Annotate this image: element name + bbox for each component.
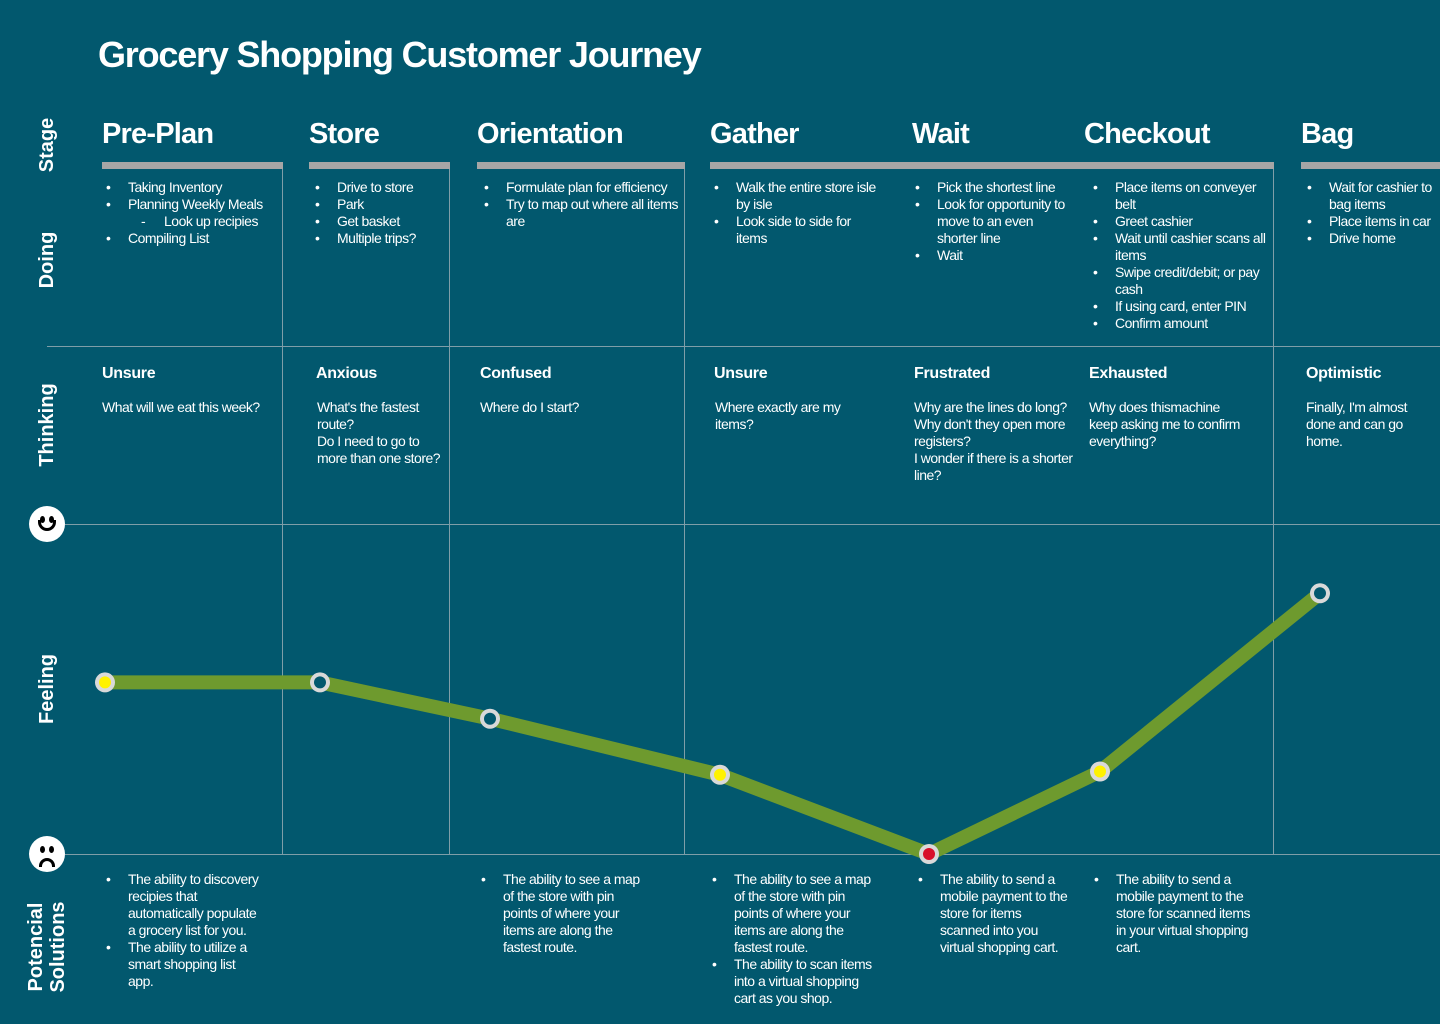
list-item: If using card, enter PIN xyxy=(1090,298,1272,315)
stage-title-bag: Bag xyxy=(1301,118,1354,150)
thought-text: Where exactly are my items? xyxy=(715,399,850,433)
doing-list-store: Drive to store Park Get basket Multiple … xyxy=(312,179,448,247)
list-item: Compiling List xyxy=(103,230,278,247)
list-item: Greet cashier xyxy=(1090,213,1272,230)
list-item: Swipe credit/debit; or pay cash xyxy=(1090,264,1272,298)
feeling-marker-dot xyxy=(99,676,111,689)
thought-line: Do I need to go to more than one store? xyxy=(317,433,441,466)
list-item: Try to map out where all items are xyxy=(481,196,681,230)
thought-line: I wonder if there is a shorter line? xyxy=(914,450,1073,483)
list-item: Walk the entire store isle by isle xyxy=(711,179,883,213)
thought-line: What will we eat this week? xyxy=(102,399,260,415)
thought-line: Why don't they open more registers? xyxy=(914,416,1065,449)
thought-text: What will we eat this week? xyxy=(102,399,277,416)
column-divider xyxy=(282,169,283,855)
feeling-line xyxy=(98,586,1327,861)
feeling-marker-dot xyxy=(314,676,326,689)
doing-list-wait: Pick the shortest line Look for opportun… xyxy=(912,179,1074,264)
stage-bar xyxy=(1301,162,1440,169)
solutions-list-checkout: The ability to send a mobile payment to … xyxy=(1091,871,1251,956)
list-item: Planning Weekly Meals xyxy=(103,196,278,213)
doing-list-pre-plan: Taking Inventory Planning Weekly Meals L… xyxy=(103,179,278,247)
stage-title-checkout: Checkout xyxy=(1084,118,1211,150)
list-item: Confirm amount xyxy=(1090,315,1272,332)
list-item: Place items in car xyxy=(1304,213,1438,230)
thought-text: Why does thismachine keep asking me to c… xyxy=(1089,399,1249,450)
emotion-label: Unsure xyxy=(102,365,156,382)
list-item: The ability to send a mobile payment to … xyxy=(1091,871,1251,956)
column-divider xyxy=(449,169,450,855)
thought-text: What's the fastest route? Do I need to g… xyxy=(317,399,445,467)
list-item: The ability to scan items into a virtual… xyxy=(709,956,879,1007)
doing-list-bag: Wait for cashier to bag items Place item… xyxy=(1304,179,1438,247)
divider-feeling-solutions xyxy=(65,854,1440,855)
list-item: Drive to store xyxy=(312,179,448,196)
list-item: The ability to see a map of the store wi… xyxy=(709,871,879,956)
list-item: Look up recipies xyxy=(103,213,278,230)
list-item: Multiple trips? xyxy=(312,230,448,247)
thought-text: Where do I start? xyxy=(480,399,680,416)
stage-title-wait: Wait xyxy=(912,118,970,150)
solutions-list-orientation: The ability to see a map of the store wi… xyxy=(478,871,648,956)
doing-list-gather: Walk the entire store isle by isle Look … xyxy=(711,179,883,247)
column-divider xyxy=(1273,169,1274,855)
emotion-label: Confused xyxy=(480,365,552,382)
stage-title-gather: Gather xyxy=(710,118,799,150)
sad-face-icon xyxy=(29,836,65,872)
list-item: Drive home xyxy=(1304,230,1438,247)
page-title: Grocery Shopping Customer Journey xyxy=(98,34,702,75)
list-item: Taking Inventory xyxy=(103,179,278,196)
column-divider xyxy=(684,169,685,855)
emotion-label: Unsure xyxy=(714,365,768,382)
emotion-label: Exhausted xyxy=(1089,365,1168,382)
solutions-list-gather: The ability to see a map of the store wi… xyxy=(709,871,879,1007)
solutions-list-pre-plan: The ability to discovery recipies that a… xyxy=(103,871,263,990)
feeling-marker-dot xyxy=(1094,765,1106,778)
list-item: The ability to utilize a smart shopping … xyxy=(103,939,263,990)
list-item: Formulate plan for efficiency xyxy=(481,179,681,196)
thought-line: Why does thismachine keep asking me to c… xyxy=(1089,399,1240,449)
thought-line: Where do I start? xyxy=(480,399,579,415)
emotion-label: Anxious xyxy=(316,365,378,382)
thought-text: Finally, I'm almost done and can go home… xyxy=(1306,399,1426,450)
divider-doing-thinking xyxy=(47,346,1440,347)
divider-thinking-feeling xyxy=(65,524,1440,525)
stage-bar xyxy=(710,162,1274,169)
list-item: Wait xyxy=(912,247,1074,264)
stage-bar xyxy=(477,162,685,169)
feeling-marker-dot xyxy=(923,848,935,860)
thought-text: Why are the lines do long? Why don't the… xyxy=(914,399,1076,484)
list-item: Park xyxy=(312,196,448,213)
list-item: Wait until cashier scans all items xyxy=(1090,230,1272,264)
emotion-label: Optimistic xyxy=(1306,365,1382,382)
list-item: Look side to side for items xyxy=(711,213,883,247)
list-item: Pick the shortest line xyxy=(912,179,1074,196)
stage-bar xyxy=(309,162,450,169)
doing-list-checkout: Place items on conveyer belt Greet cashi… xyxy=(1090,179,1272,332)
feeling-marker-dot xyxy=(714,768,726,781)
thought-line: Finally, I'm almost done and can go home… xyxy=(1306,399,1408,449)
happy-face-icon xyxy=(29,506,65,542)
feeling-marker-dot xyxy=(484,712,496,725)
stage-bar xyxy=(102,162,283,169)
list-item: Get basket xyxy=(312,213,448,230)
list-item: Look for opportunity to move to an even … xyxy=(912,196,1074,247)
list-item: Place items on conveyer belt xyxy=(1090,179,1272,213)
thought-line: Where exactly are my items? xyxy=(715,399,841,432)
list-item: The ability to see a map of the store wi… xyxy=(478,871,648,956)
stage-title-pre-plan: Pre-Plan xyxy=(102,118,214,150)
doing-list-orientation: Formulate plan for efficiency Try to map… xyxy=(481,179,681,230)
emotion-label: Frustrated xyxy=(914,365,991,382)
stage-title-store: Store xyxy=(309,118,380,150)
feeling-marker-dot xyxy=(1314,587,1326,600)
list-item: The ability to send a mobile payment to … xyxy=(915,871,1073,956)
thought-line: Why are the lines do long? xyxy=(914,399,1067,415)
list-item: The ability to discovery recipies that a… xyxy=(103,871,263,939)
thought-line: What's the fastest route? xyxy=(317,399,419,432)
solutions-list-wait: The ability to send a mobile payment to … xyxy=(915,871,1073,956)
stage-title-orientation: Orientation xyxy=(477,118,624,150)
list-item: Wait for cashier to bag items xyxy=(1304,179,1438,213)
